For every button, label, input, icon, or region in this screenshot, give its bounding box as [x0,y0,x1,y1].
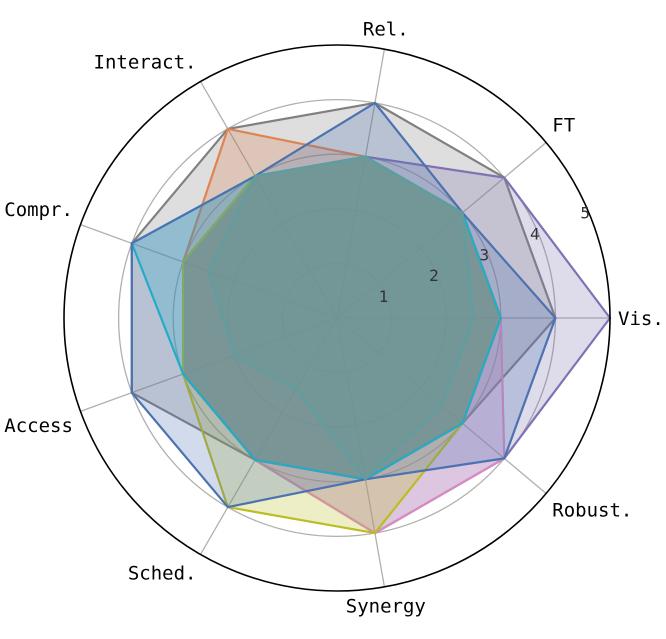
spoke-3 [199,81,338,319]
spoke-7 [336,317,386,587]
axis-label-0: Vis. [618,308,664,330]
outer-circle [63,44,611,592]
axis-label-4: Compr. [4,199,73,221]
spoke-1 [336,142,547,319]
outer-frame [63,44,611,592]
axis-label-1: FT [552,114,575,136]
spoke-6 [199,317,338,555]
axis-label-6: Sched. [128,562,197,584]
axis-label-3: Interact. [94,52,197,74]
radial-tick-1: 1 [379,287,389,306]
axis-label-2: Rel. [363,18,409,40]
radial-tick-5: 5 [580,204,590,223]
series-layer [130,101,612,535]
spoke-5 [80,317,338,412]
spoke-2 [336,49,386,319]
radial-tick-2: 2 [429,266,439,285]
radial-tick-3: 3 [479,245,489,264]
radial-tick-4: 4 [530,224,540,243]
axis-label-8: Robust. [552,500,632,522]
axis-label-7: Synergy [346,596,426,618]
axis-label-5: Access [4,415,73,437]
series-10-polygon [207,155,475,481]
